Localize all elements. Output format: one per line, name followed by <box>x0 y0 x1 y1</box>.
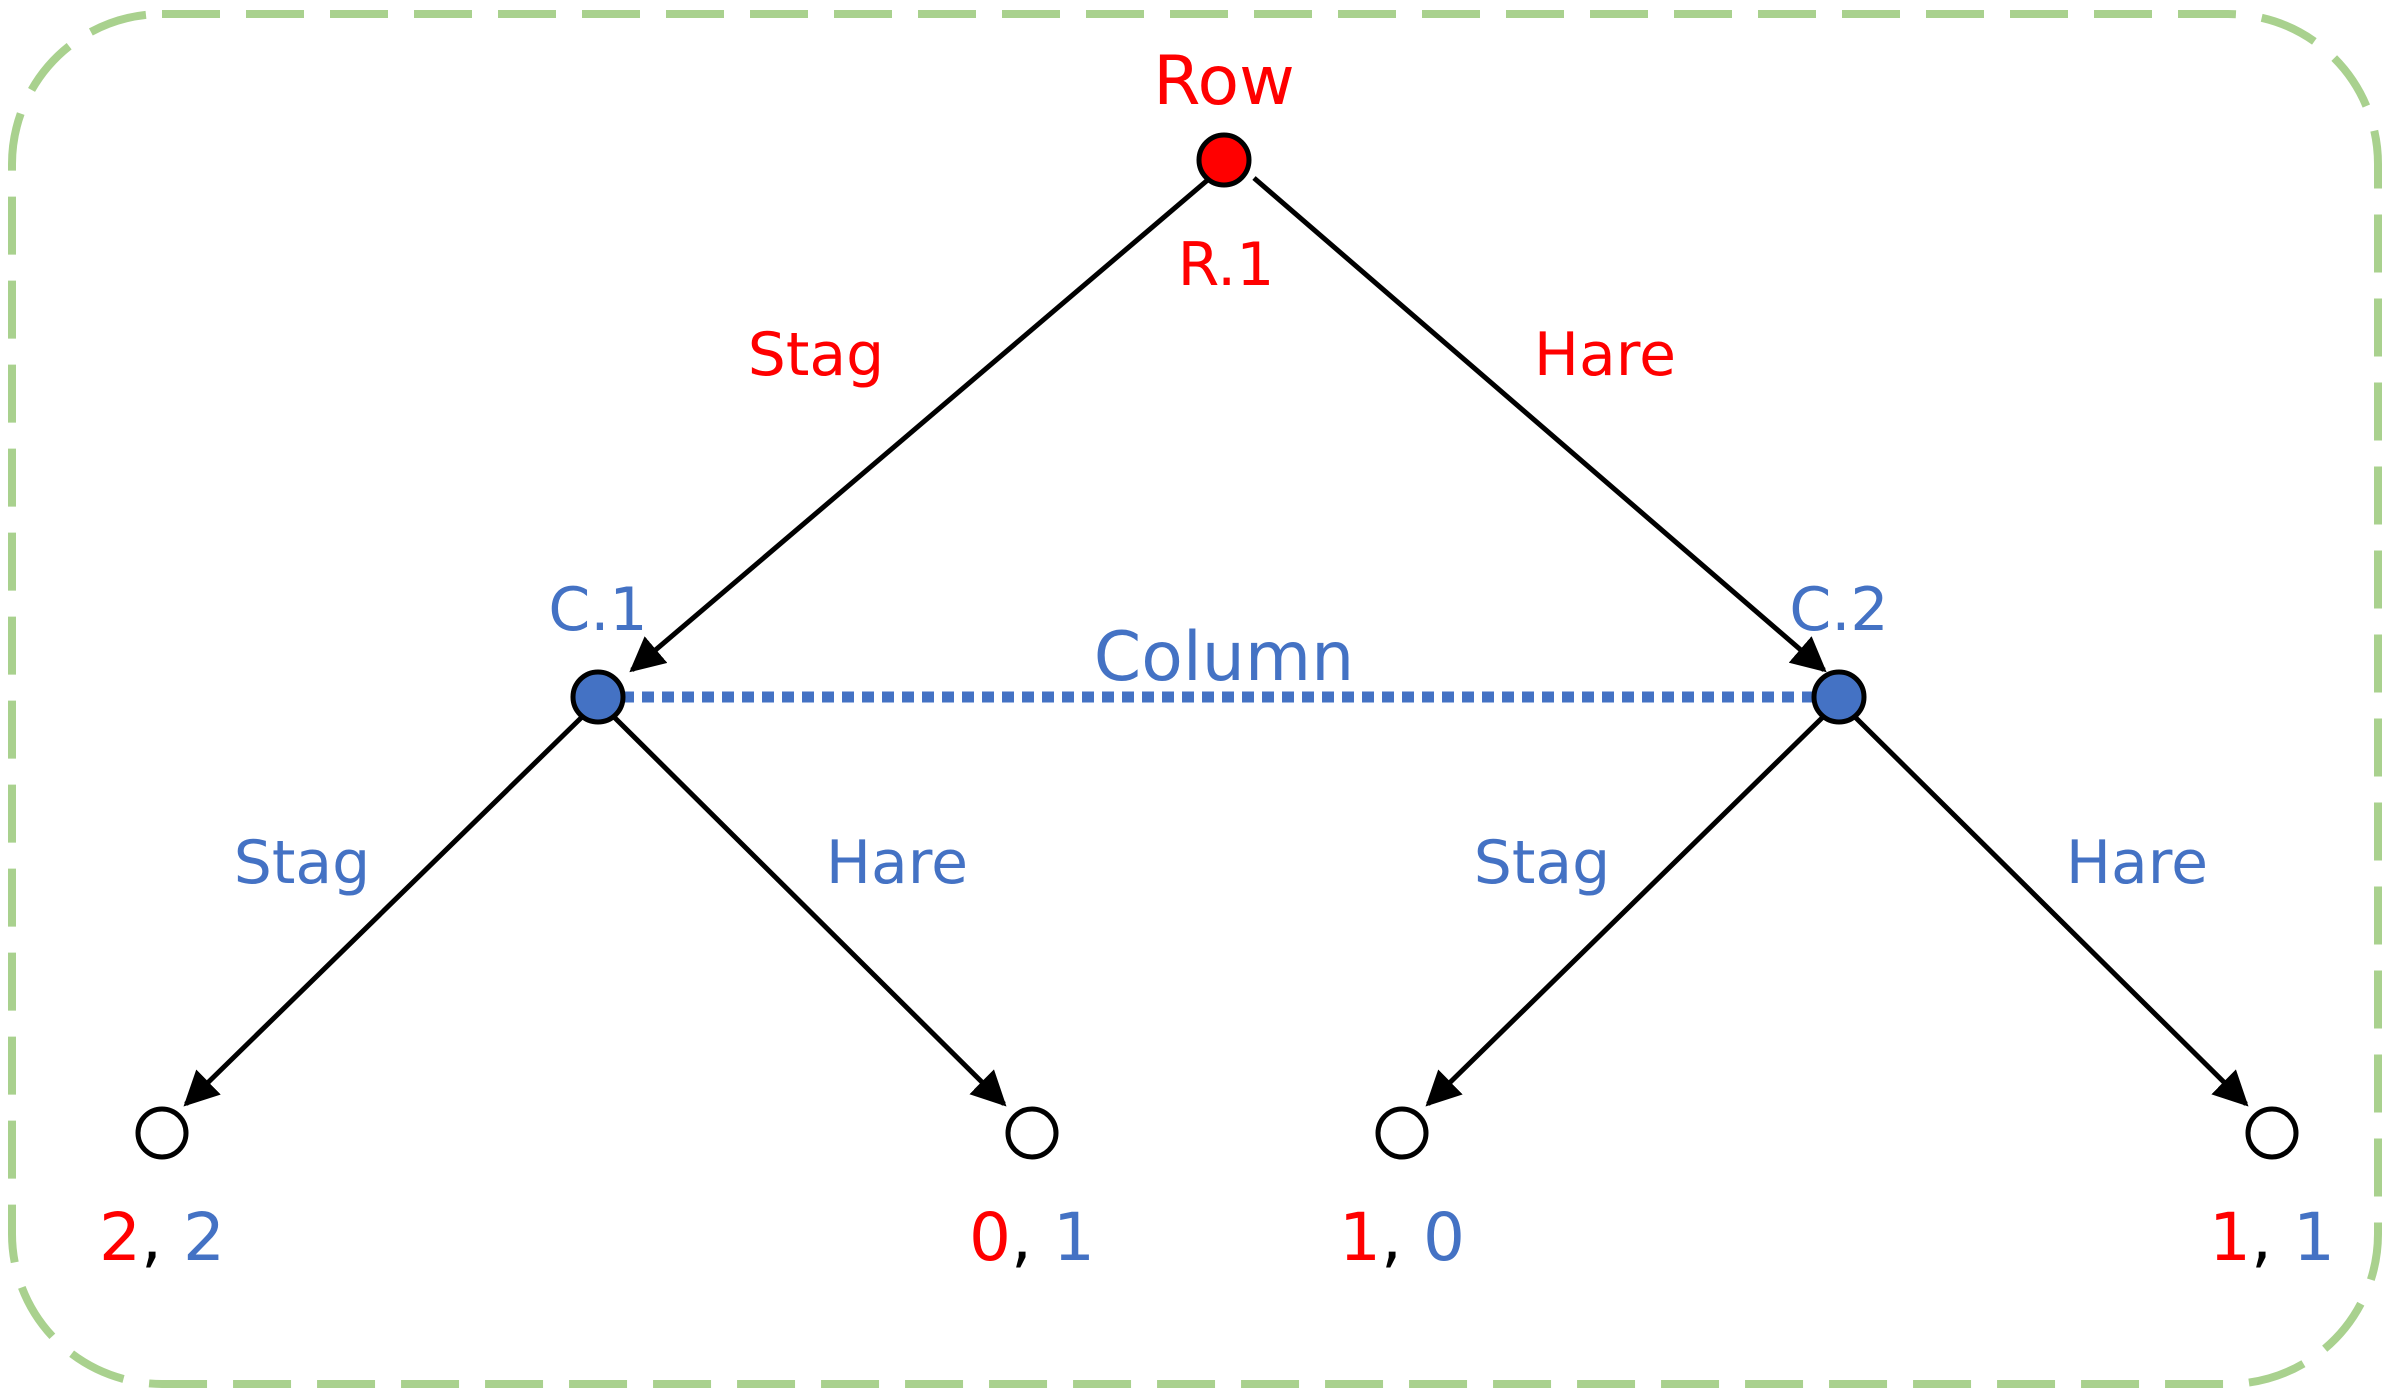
column-player-label: Column <box>1094 618 1354 697</box>
payoff-separator: , <box>1011 1199 1053 1276</box>
edge-c1-stag <box>183 714 585 1107</box>
payoff-hare-hare: 1, 1 <box>2209 1199 2335 1276</box>
payoff-separator: , <box>141 1199 183 1276</box>
terminal-node <box>1005 1106 1059 1160</box>
row-player-label: Row <box>1153 42 1294 121</box>
payoff-column-value: 1 <box>1053 1199 1095 1276</box>
payoff-stag-stag: 2, 2 <box>99 1199 225 1276</box>
node-c2 <box>1811 669 1867 725</box>
action-row-hare: Hare <box>1534 320 1676 390</box>
dashed-frame <box>8 10 2382 1388</box>
action-row-stag: Stag <box>748 320 884 390</box>
edge-row-stag <box>629 176 1212 673</box>
node-c1 <box>570 669 626 725</box>
payoff-row-value: 1 <box>2209 1199 2251 1276</box>
payoff-column-value: 1 <box>2293 1199 2335 1276</box>
payoff-column-value: 2 <box>183 1199 225 1276</box>
terminal-node <box>1375 1106 1429 1160</box>
payoff-row-value: 2 <box>99 1199 141 1276</box>
action-c1-hare: Hare <box>826 828 968 898</box>
c1-node-label: C.1 <box>548 575 647 645</box>
action-c2-hare: Hare <box>2066 828 2208 898</box>
root-node <box>1196 132 1252 188</box>
terminal-node <box>135 1106 189 1160</box>
payoff-row-value: 1 <box>1339 1199 1381 1276</box>
payoff-hare-stag: 1, 0 <box>1339 1199 1465 1276</box>
payoff-stag-hare: 0, 1 <box>969 1199 1095 1276</box>
root-node-label: R.1 <box>1178 230 1275 300</box>
payoff-separator: , <box>2251 1199 2293 1276</box>
action-c1-stag: Stag <box>234 828 370 898</box>
payoff-row-value: 0 <box>969 1199 1011 1276</box>
edge-c1-hare <box>611 714 1007 1107</box>
action-c2-stag: Stag <box>1474 828 1610 898</box>
edge-c2-stag <box>1425 714 1826 1107</box>
terminal-node <box>2245 1106 2299 1160</box>
payoff-separator: , <box>1381 1199 1423 1276</box>
edge-c2-hare <box>1852 714 2249 1107</box>
edge-row-hare <box>1252 176 1827 673</box>
payoff-column-value: 0 <box>1423 1199 1465 1276</box>
c2-node-label: C.2 <box>1789 575 1888 645</box>
